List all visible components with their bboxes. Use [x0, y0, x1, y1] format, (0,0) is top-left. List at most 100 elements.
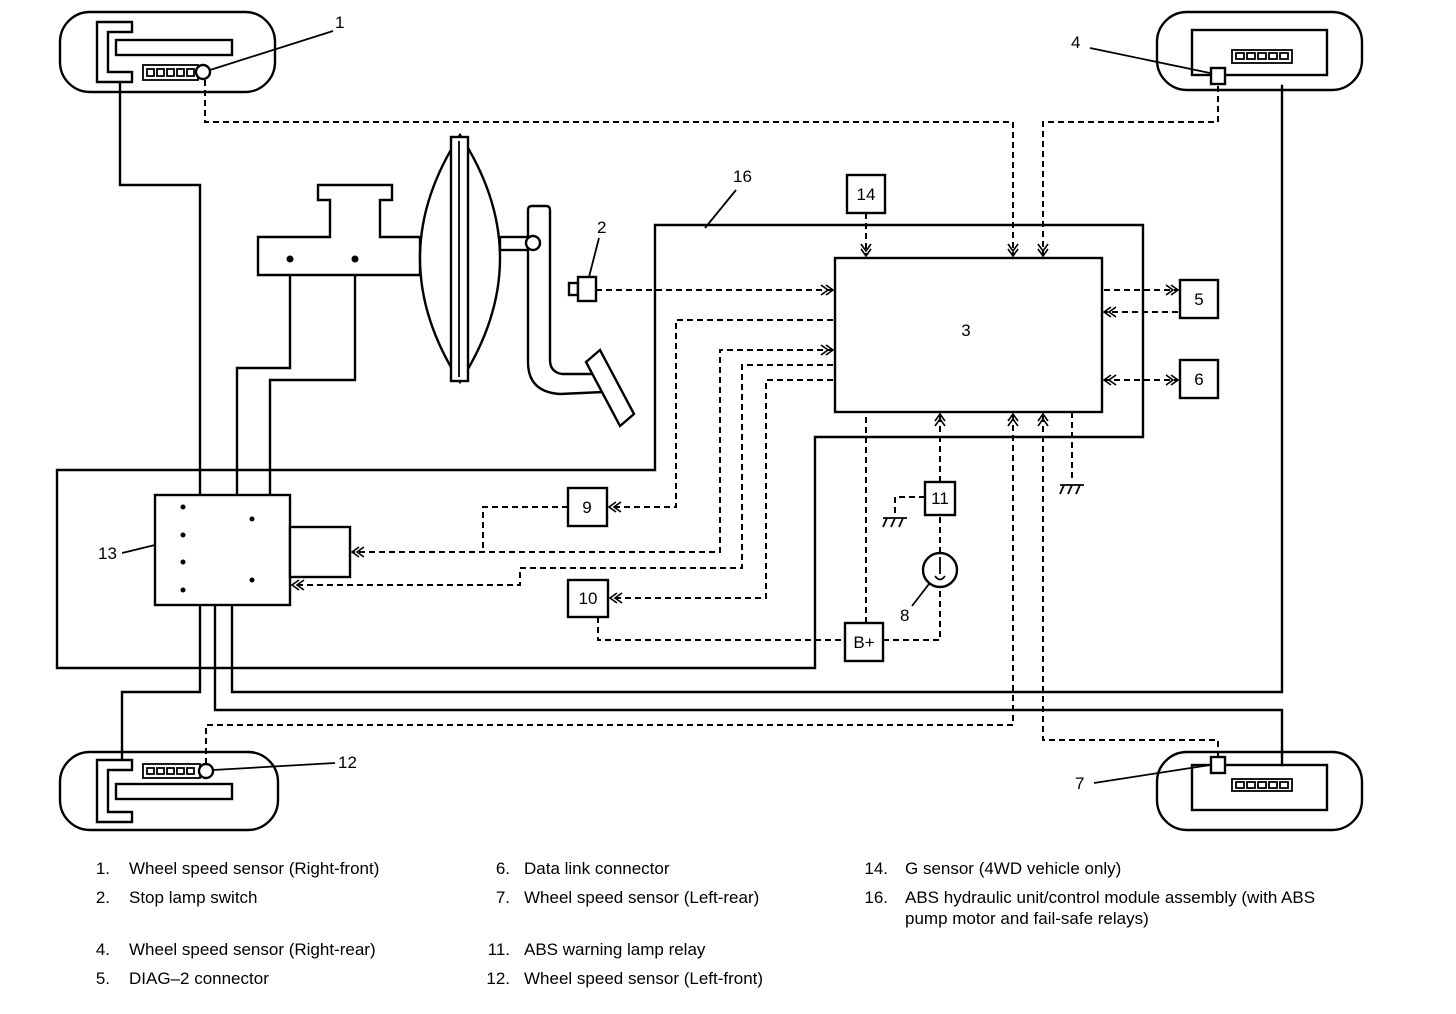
legend-item: 16. ABS hydraulic unit/control module as…	[0, 887, 1456, 931]
box-bplus	[843, 621, 885, 663]
port-pin	[180, 559, 186, 565]
leader-line-4	[1089, 47, 1211, 74]
sensor-ring-segment	[176, 68, 185, 77]
legend-number: 2.	[95, 888, 110, 907]
master-cylinder-port	[286, 255, 294, 263]
callout-11: 11	[931, 489, 949, 508]
legend-item: 12. Wheel speed sensor (Left-front)	[0, 968, 1456, 1012]
sensor-ring-segment	[146, 68, 155, 77]
signal-to-box-13	[292, 364, 833, 585]
legend-number: 12.	[486, 969, 510, 988]
leader-line-13	[121, 544, 156, 554]
leader-line-2	[588, 237, 600, 278]
callout-5: 5	[1194, 290, 1203, 309]
sensor-ring	[1231, 49, 1293, 64]
brake-rotor	[114, 38, 234, 57]
sensor-ring-segment	[146, 767, 155, 775]
port-pin	[180, 532, 186, 538]
signal-to-attached-box	[352, 350, 833, 552]
brake-line-master-primary	[235, 258, 292, 521]
wheel-top-right	[1155, 10, 1364, 92]
legend-number: 5.	[95, 969, 110, 988]
stop-lamp-switch	[576, 275, 598, 303]
brake-line-bottom-left	[120, 588, 202, 760]
signal-box-10-to-bplus	[597, 617, 845, 641]
port-pin	[249, 577, 255, 583]
port-pin	[180, 587, 186, 593]
legend-item: 4. Wheel speed sensor (Right-rear)	[0, 939, 1456, 983]
ground-icon	[1059, 484, 1084, 495]
sensor-ring-segment	[1268, 52, 1278, 60]
port-pin	[249, 516, 255, 522]
master-cylinder	[256, 183, 422, 277]
callout-1: 1	[335, 13, 344, 32]
legend-number: 14.	[864, 859, 888, 878]
signal-bottom-left-sensor	[205, 414, 1013, 764]
sensor-ring-segment	[1235, 781, 1245, 789]
sensor-ring-segment	[1246, 781, 1256, 789]
sensor-ring-segment	[156, 68, 165, 77]
legend-number: 7.	[495, 888, 510, 907]
wheel-inner-frame	[1190, 763, 1329, 812]
legend-item: 5. DIAG–2 connector	[0, 968, 1456, 1012]
sensor-ring-segment	[1268, 781, 1278, 789]
wheel-bottom-right	[1155, 750, 1364, 832]
sensor-ring-segment	[1246, 52, 1256, 60]
legend-item: 14. G sensor (4WD vehicle only)	[0, 858, 1456, 902]
legend-item: 2. Stop lamp switch	[0, 887, 1456, 931]
callout-6: 6	[1194, 370, 1203, 389]
wheel-outline	[1155, 10, 1364, 92]
wheel-speed-sensor	[194, 63, 212, 81]
wheel-outline	[58, 750, 280, 832]
signal-bplus-to-lamp	[883, 587, 941, 641]
sensor-ring-segment	[156, 767, 165, 775]
legend-text: Data link connector	[524, 859, 670, 878]
port-block-attached-box	[288, 525, 352, 579]
sensor-ring-segment	[1279, 52, 1289, 60]
callout-13: 13	[98, 544, 117, 563]
signal-box-9-branch	[482, 506, 568, 552]
legend-text: ABS hydraulic unit/control module assemb…	[905, 888, 1316, 928]
box-11	[923, 480, 957, 517]
signal-bottom-right-sensor	[1043, 414, 1219, 757]
legend-text: Wheel speed sensor (Right-rear)	[129, 940, 376, 959]
sensor-ring	[142, 763, 201, 779]
sensor-ring-segment	[186, 68, 195, 77]
callout-8: 8	[900, 606, 909, 625]
sensor-ring	[1231, 778, 1293, 792]
wheel-speed-sensor	[1209, 755, 1227, 775]
stop-lamp-switch-plunger	[567, 281, 580, 297]
master-cylinder-port	[351, 255, 359, 263]
leader-line-7	[1093, 764, 1211, 784]
callout-9: 9	[582, 498, 591, 517]
wheel-speed-sensor	[197, 762, 215, 780]
legend-text: Stop lamp switch	[129, 888, 258, 907]
pedal-pivot	[524, 234, 542, 252]
callout-7: 7	[1075, 774, 1084, 793]
brake-rotor	[114, 782, 234, 801]
leader-line-1	[209, 30, 334, 71]
sensor-ring-segment	[1257, 52, 1267, 60]
wheel-top-left	[58, 10, 277, 94]
signal-top-right-sensor	[1043, 86, 1219, 256]
hydraulic-unit-port-block	[153, 493, 292, 607]
legend-number: 16.	[864, 888, 888, 907]
sensor-ring-segment	[166, 767, 175, 775]
sensor-ring-segment	[166, 68, 175, 77]
legend-text: Wheel speed sensor (Left-front)	[524, 969, 764, 988]
box-5	[1178, 278, 1220, 320]
callout-bplus: B+	[853, 633, 874, 652]
leader-line-12	[212, 762, 336, 771]
legend-number: 6.	[495, 859, 510, 878]
leader-line-16	[704, 189, 737, 229]
sensor-ring-segment	[176, 767, 185, 775]
sensor-ring	[142, 64, 199, 81]
legend-item: 6. Data link connector	[0, 858, 1456, 902]
callout-14: 14	[857, 185, 876, 204]
box-10	[566, 578, 610, 619]
signal-box-11-ground	[894, 496, 925, 515]
wheel-outline	[58, 10, 277, 94]
lamp-filament	[934, 557, 946, 581]
sensor-ring-segment	[1257, 781, 1267, 789]
sensor-ring-segment	[1235, 52, 1245, 60]
